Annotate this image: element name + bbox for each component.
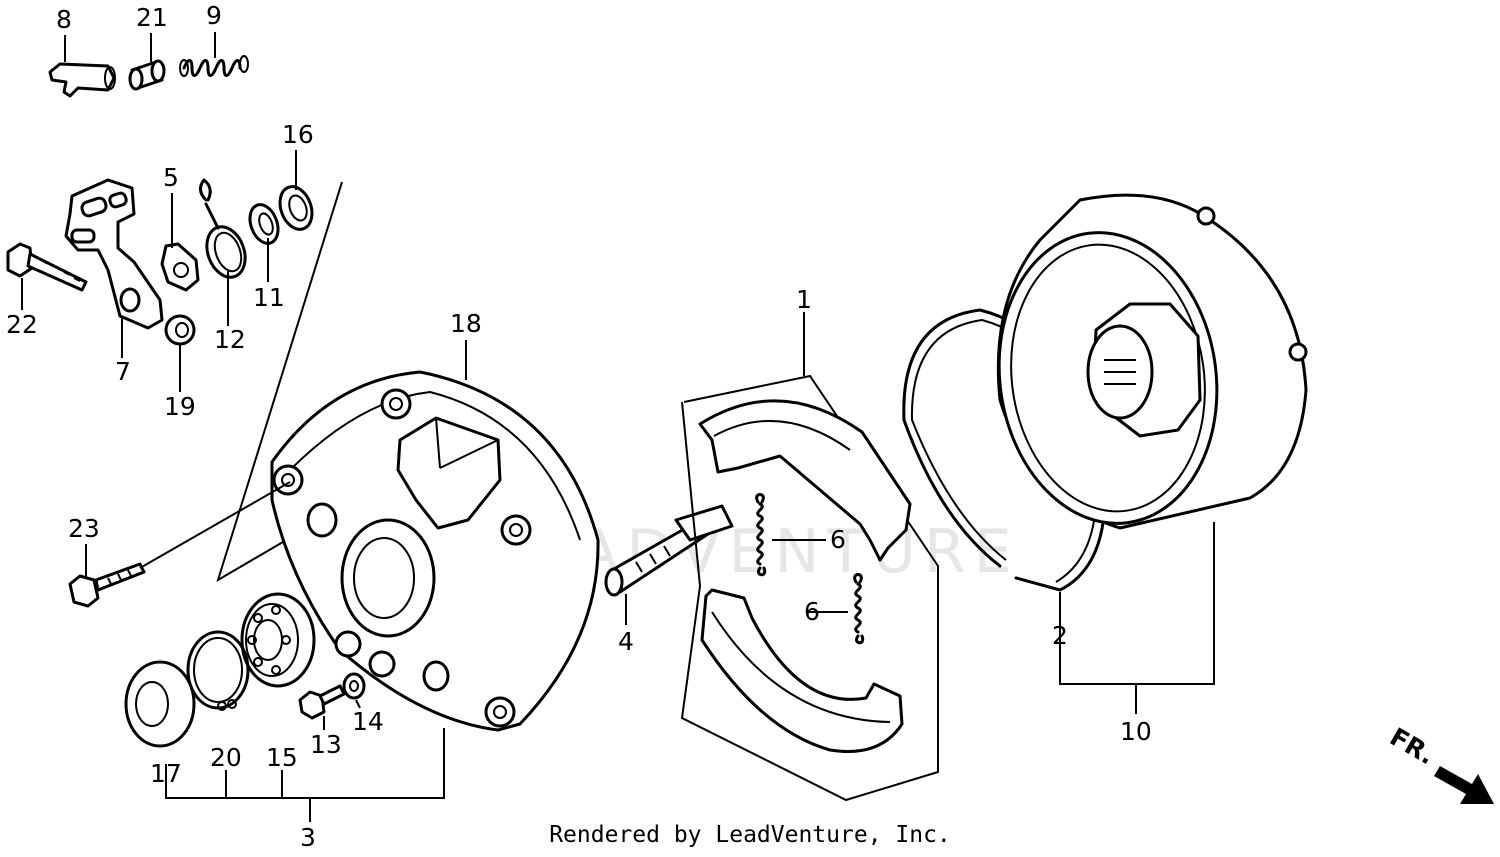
callout-15: 15 [266,743,298,772]
part-16-seal[interactable] [274,182,317,234]
callout-5: 5 [163,163,179,192]
callout-4: 4 [618,627,634,656]
callout-19: 19 [164,392,196,421]
callout-20: 20 [210,743,242,772]
callout-8: 8 [56,5,72,34]
part-11-washer[interactable] [245,201,283,247]
callout-6-lower: 6 [804,597,820,626]
callout-22: 22 [6,310,38,339]
part-19-collar[interactable] [164,314,196,346]
part-21-collar[interactable] [128,59,166,91]
part-13-bolt[interactable] [298,684,346,720]
callout-17: 17 [150,759,182,788]
callout-12: 12 [214,325,246,354]
callout-13: 13 [310,730,342,759]
callout-10: 10 [1120,717,1152,746]
part-6-spring-upper[interactable] [755,493,767,577]
callout-11: 11 [253,283,285,312]
footer-credit: Rendered by LeadVenture, Inc. [549,822,951,848]
callout-leaders [21,32,1215,822]
callout-6-upper: 6 [830,525,846,554]
part-10-brake-drum[interactable] [981,193,1308,538]
callout-7: 7 [115,357,131,386]
part-4-cam-shaft[interactable] [604,504,734,597]
callout-9: 9 [206,1,222,30]
part-12-spring[interactable] [199,178,252,283]
callout-2: 2 [1052,621,1068,650]
assembly-guide-line [216,181,343,583]
callout-16: 16 [282,120,314,149]
part-23-bolt[interactable] [68,481,291,608]
callout-1: 1 [796,285,812,314]
part-22-bolt[interactable] [6,242,88,292]
part-9-spring[interactable] [179,55,249,77]
front-direction-indicator: FR. [1385,722,1494,804]
callout-18: 18 [450,309,482,338]
part-20-circlip[interactable] [186,630,250,711]
front-label: FR. [1385,722,1440,770]
part-6-spring-lower[interactable] [853,573,865,645]
callout-23: 23 [68,514,100,543]
callout-3: 3 [300,823,316,852]
part-15-bearing[interactable] [240,592,316,688]
part-18-brake-panel[interactable] [270,370,600,732]
part-1-brake-shoes[interactable] [680,374,939,802]
callout-21: 21 [136,3,168,32]
part-17-seal[interactable] [124,660,196,748]
part-7-bracket[interactable] [64,178,164,330]
callout-14: 14 [352,707,384,736]
front-arrow-icon [1434,766,1494,804]
part-14-washer[interactable] [342,672,366,700]
part-5-indicator[interactable] [160,242,200,292]
callout-labels: 8 21 9 16 5 22 11 12 7 19 18 1 23 6 6 4 … [6,1,1152,852]
part-8-arm[interactable] [48,62,116,98]
